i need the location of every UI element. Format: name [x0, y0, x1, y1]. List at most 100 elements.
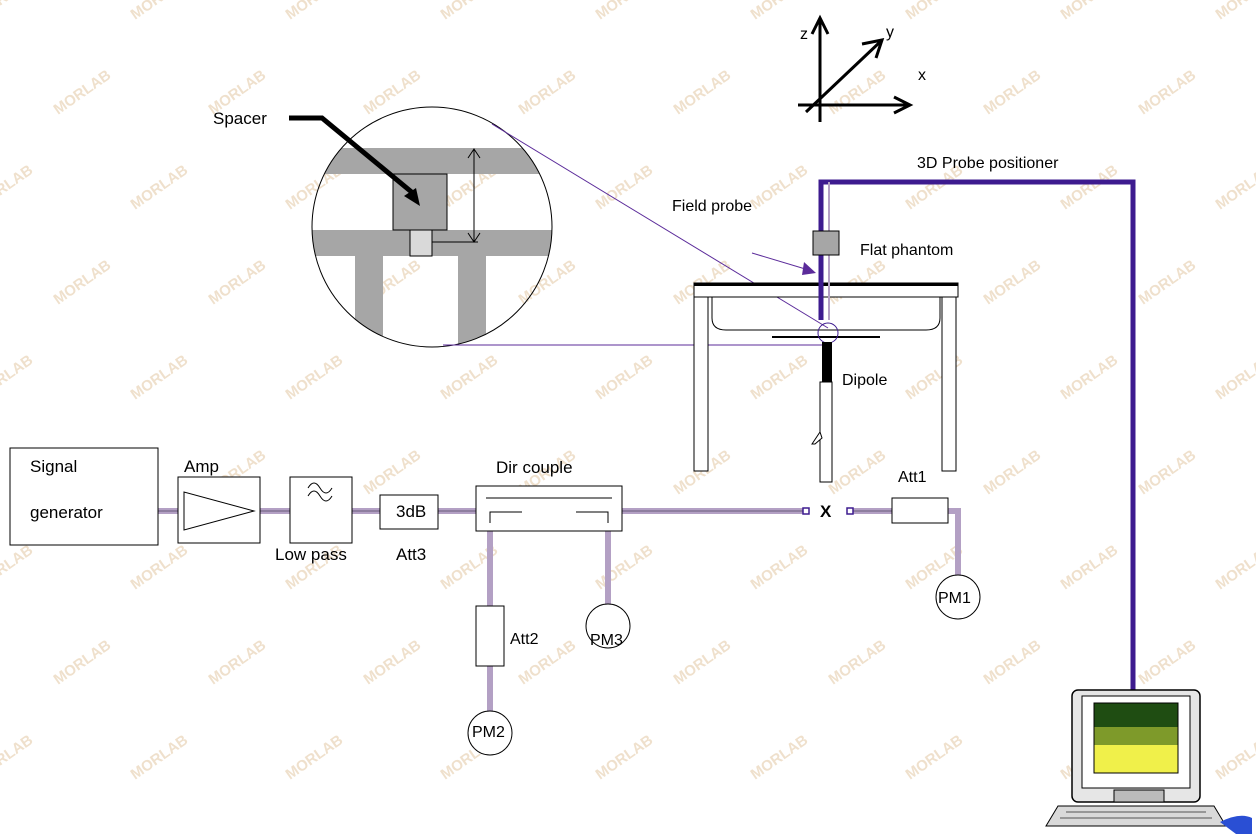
watermark-text: MORLAB — [671, 637, 735, 689]
watermark-text: MORLAB — [438, 0, 502, 23]
field-probe-holder — [812, 230, 840, 256]
watermark-text: MORLAB — [1058, 0, 1122, 23]
watermark-text: MORLAB — [438, 352, 502, 404]
dipole-feed — [822, 342, 832, 382]
watermark-text: MORLAB — [128, 732, 192, 784]
watermark-text: MORLAB — [51, 637, 115, 689]
watermark-text: MORLAB — [1213, 732, 1256, 784]
watermark-text: MORLAB — [128, 542, 192, 594]
magnifier-circle — [311, 106, 553, 348]
flat-phantom-label: Flat phantom — [860, 242, 953, 259]
watermark-text: MORLAB — [981, 637, 1045, 689]
watermark-text: MORLAB — [1136, 447, 1200, 499]
right-leg — [458, 256, 486, 347]
field-probe-pointer-head — [802, 262, 816, 275]
screen-top — [1094, 703, 1178, 727]
watermark-text: MORLAB — [593, 542, 657, 594]
att3-value-label: 3dB — [396, 502, 426, 521]
spacer-label: Spacer — [213, 109, 267, 128]
computer-base — [1113, 789, 1165, 803]
amp-label: Amp — [184, 457, 219, 476]
watermark-text: MORLAB — [748, 732, 812, 784]
connector-right — [846, 507, 854, 515]
watermark-text: MORLAB — [903, 732, 967, 784]
watermark-text: MORLAB — [1213, 542, 1256, 594]
watermark-text: MORLAB — [903, 352, 967, 404]
screen-frame — [1093, 702, 1179, 774]
watermark-text: MORLAB — [128, 162, 192, 214]
dimension-arrow-top — [467, 148, 481, 159]
pm1-circle — [935, 574, 981, 620]
watermark-text: MORLAB — [51, 67, 115, 119]
phantom-shell — [711, 297, 941, 331]
probe-positioner — [812, 179, 1136, 690]
watermark-text: MORLAB — [903, 0, 967, 23]
low-pass-symbol — [307, 482, 333, 502]
rf-chain — [9, 447, 981, 756]
probe-tip-highlight — [817, 322, 839, 344]
watermark-text: MORLAB — [748, 162, 812, 214]
att1-label: Att1 — [898, 469, 927, 486]
watermark-text: MORLAB — [826, 67, 890, 119]
field-probe-label: Field probe — [672, 198, 752, 215]
directional-coupler-box — [475, 485, 623, 532]
field-probe-pointer — [751, 252, 813, 272]
watermark-text: MORLAB — [826, 257, 890, 309]
coupler-branch-left — [489, 511, 522, 523]
watermark-text: MORLAB — [826, 637, 890, 689]
watermark-text: MORLAB — [593, 162, 657, 214]
watermark-text: MORLAB — [1136, 637, 1200, 689]
watermark-text: MORLAB — [361, 637, 425, 689]
upper-plate — [312, 148, 552, 174]
coupler-branch-right — [576, 511, 609, 523]
coupler-lines — [486, 497, 612, 523]
mouse — [1220, 815, 1252, 834]
att3-box — [379, 494, 439, 530]
spacer-pointer-arrowhead — [404, 188, 420, 206]
att2-label: Att2 — [510, 631, 539, 648]
rf-cables — [158, 508, 961, 718]
flat-phantom-table — [693, 282, 959, 483]
z-axis-label: z — [800, 26, 808, 43]
dipole-mast — [819, 381, 833, 483]
watermark-text: MORLAB — [283, 352, 347, 404]
watermark-text: MORLAB — [0, 162, 36, 214]
x-axis-arrowhead — [893, 95, 914, 115]
att2-box — [475, 605, 505, 667]
watermark-text: MORLAB — [206, 637, 270, 689]
keyboard-keys — [1060, 811, 1212, 819]
watermark-text: MORLAB — [1136, 257, 1200, 309]
watermark-text: MORLAB — [1213, 162, 1256, 214]
y-axis-line — [804, 40, 882, 114]
coordinate-axes — [798, 14, 914, 122]
watermark-text: MORLAB — [748, 542, 812, 594]
amplifier-symbol — [183, 491, 256, 531]
watermark-text: MORLAB — [671, 67, 735, 119]
watermark-text: MORLAB — [593, 0, 657, 23]
att1-box — [891, 497, 949, 524]
watermark-text: MORLAB — [1136, 67, 1200, 119]
watermark-text: MORLAB — [1213, 352, 1256, 404]
signal-generator-label-line1: Signal — [30, 457, 77, 476]
signal-generator-label-line2: generator — [30, 503, 103, 522]
pm3-circle — [585, 603, 631, 649]
y-axis-arrowhead — [861, 38, 885, 59]
pm2-circle — [467, 710, 513, 756]
watermark-text: MORLAB — [283, 732, 347, 784]
watermark-text: MORLAB — [981, 67, 1045, 119]
control-computer — [1045, 689, 1252, 834]
signal-generator-box — [9, 447, 159, 546]
table-leg-left — [693, 296, 709, 472]
watermark-text: MORLAB — [361, 447, 425, 499]
watermark-text: MORLAB — [1213, 0, 1256, 23]
dipole-feed-block — [409, 229, 433, 257]
watermark-text: MORLAB — [128, 0, 192, 23]
y-axis-label: y — [886, 24, 894, 41]
low-pass-filter-box — [289, 476, 353, 544]
pm3-label: PM3 — [590, 632, 623, 649]
watermark-text: MORLAB — [1058, 542, 1122, 594]
pm2-label: PM2 — [472, 724, 505, 741]
att3-label: Att3 — [396, 545, 426, 564]
